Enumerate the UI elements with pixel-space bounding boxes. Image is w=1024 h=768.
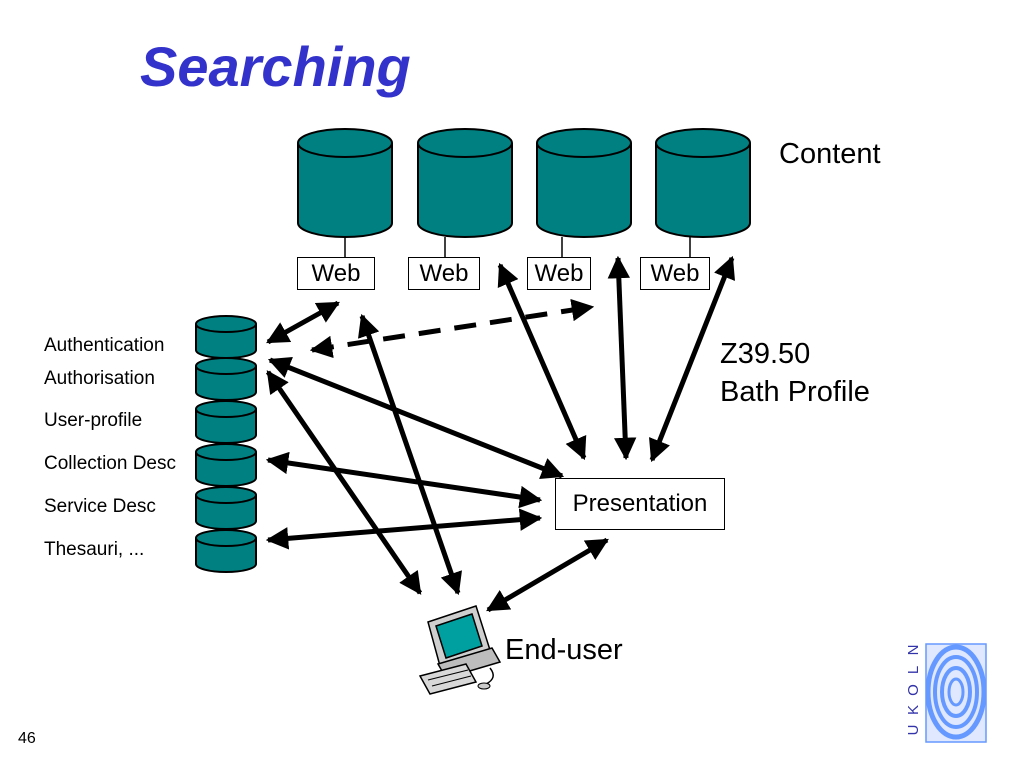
content-database-1: [297, 128, 393, 238]
service-label-authorisation: Authorisation: [44, 368, 155, 389]
web-box-3: Web: [527, 257, 591, 290]
arrow-web2-presentation: [497, 262, 587, 461]
collection-desc-database: [195, 443, 257, 487]
logo-letter-l: L: [905, 665, 922, 675]
service-label-authentication: Authentication: [44, 335, 165, 356]
web-box-1: Web: [297, 257, 375, 290]
protocol-label-line2: Bath Profile: [720, 376, 870, 408]
presentation-box: Presentation: [555, 478, 725, 530]
ukoln-logo-letters: N L O K U: [905, 640, 923, 740]
user-profile-database: [195, 400, 257, 444]
content-label: Content: [779, 138, 881, 170]
protocol-label-line1: Z39.50: [720, 338, 811, 370]
ukoln-logo-icon: [925, 643, 987, 743]
arrow-authorisation-enduser: [265, 370, 423, 595]
arrow-web1-enduser: [358, 313, 462, 596]
arrow-web4-presentation: [648, 255, 736, 463]
service-desc-database: [195, 486, 257, 530]
service-label-collection-desc: Collection Desc: [44, 453, 176, 474]
logo-letter-u: U: [905, 724, 922, 736]
authorisation-database: [195, 357, 257, 401]
arrow-auth-web1: [266, 300, 340, 345]
arrow-dashed-auth-web3: [309, 298, 595, 359]
service-label-service-desc: Service Desc: [44, 496, 156, 517]
arrow-presentation-enduser: [486, 537, 609, 613]
web-box-4: Web: [640, 257, 710, 290]
arrow-auth-presentation: [267, 357, 565, 479]
service-label-thesauri: Thesauri, ...: [44, 539, 145, 560]
arrow-collection-presentation: [265, 451, 543, 509]
arrow-thesauri-presentation: [265, 508, 543, 550]
logo-letter-k: K: [905, 705, 922, 716]
logo-letter-o: O: [905, 684, 922, 696]
content-database-4: [655, 128, 751, 238]
logo-letter-n: N: [905, 644, 922, 656]
web-box-2: Web: [408, 257, 480, 290]
computer-icon: [418, 605, 502, 695]
auth-database: [195, 315, 257, 359]
content-database-3: [536, 128, 632, 238]
content-database-2: [417, 128, 513, 238]
thesauri-database: [195, 529, 257, 573]
end-user-label: End-user: [505, 634, 623, 666]
service-label-user-profile: User-profile: [44, 410, 143, 431]
arrow-web3-presentation: [607, 255, 637, 461]
slide-title: Searching: [140, 35, 411, 98]
arrows: [265, 255, 736, 613]
page-number: 46: [18, 730, 36, 747]
service-database-stack: [195, 315, 257, 573]
